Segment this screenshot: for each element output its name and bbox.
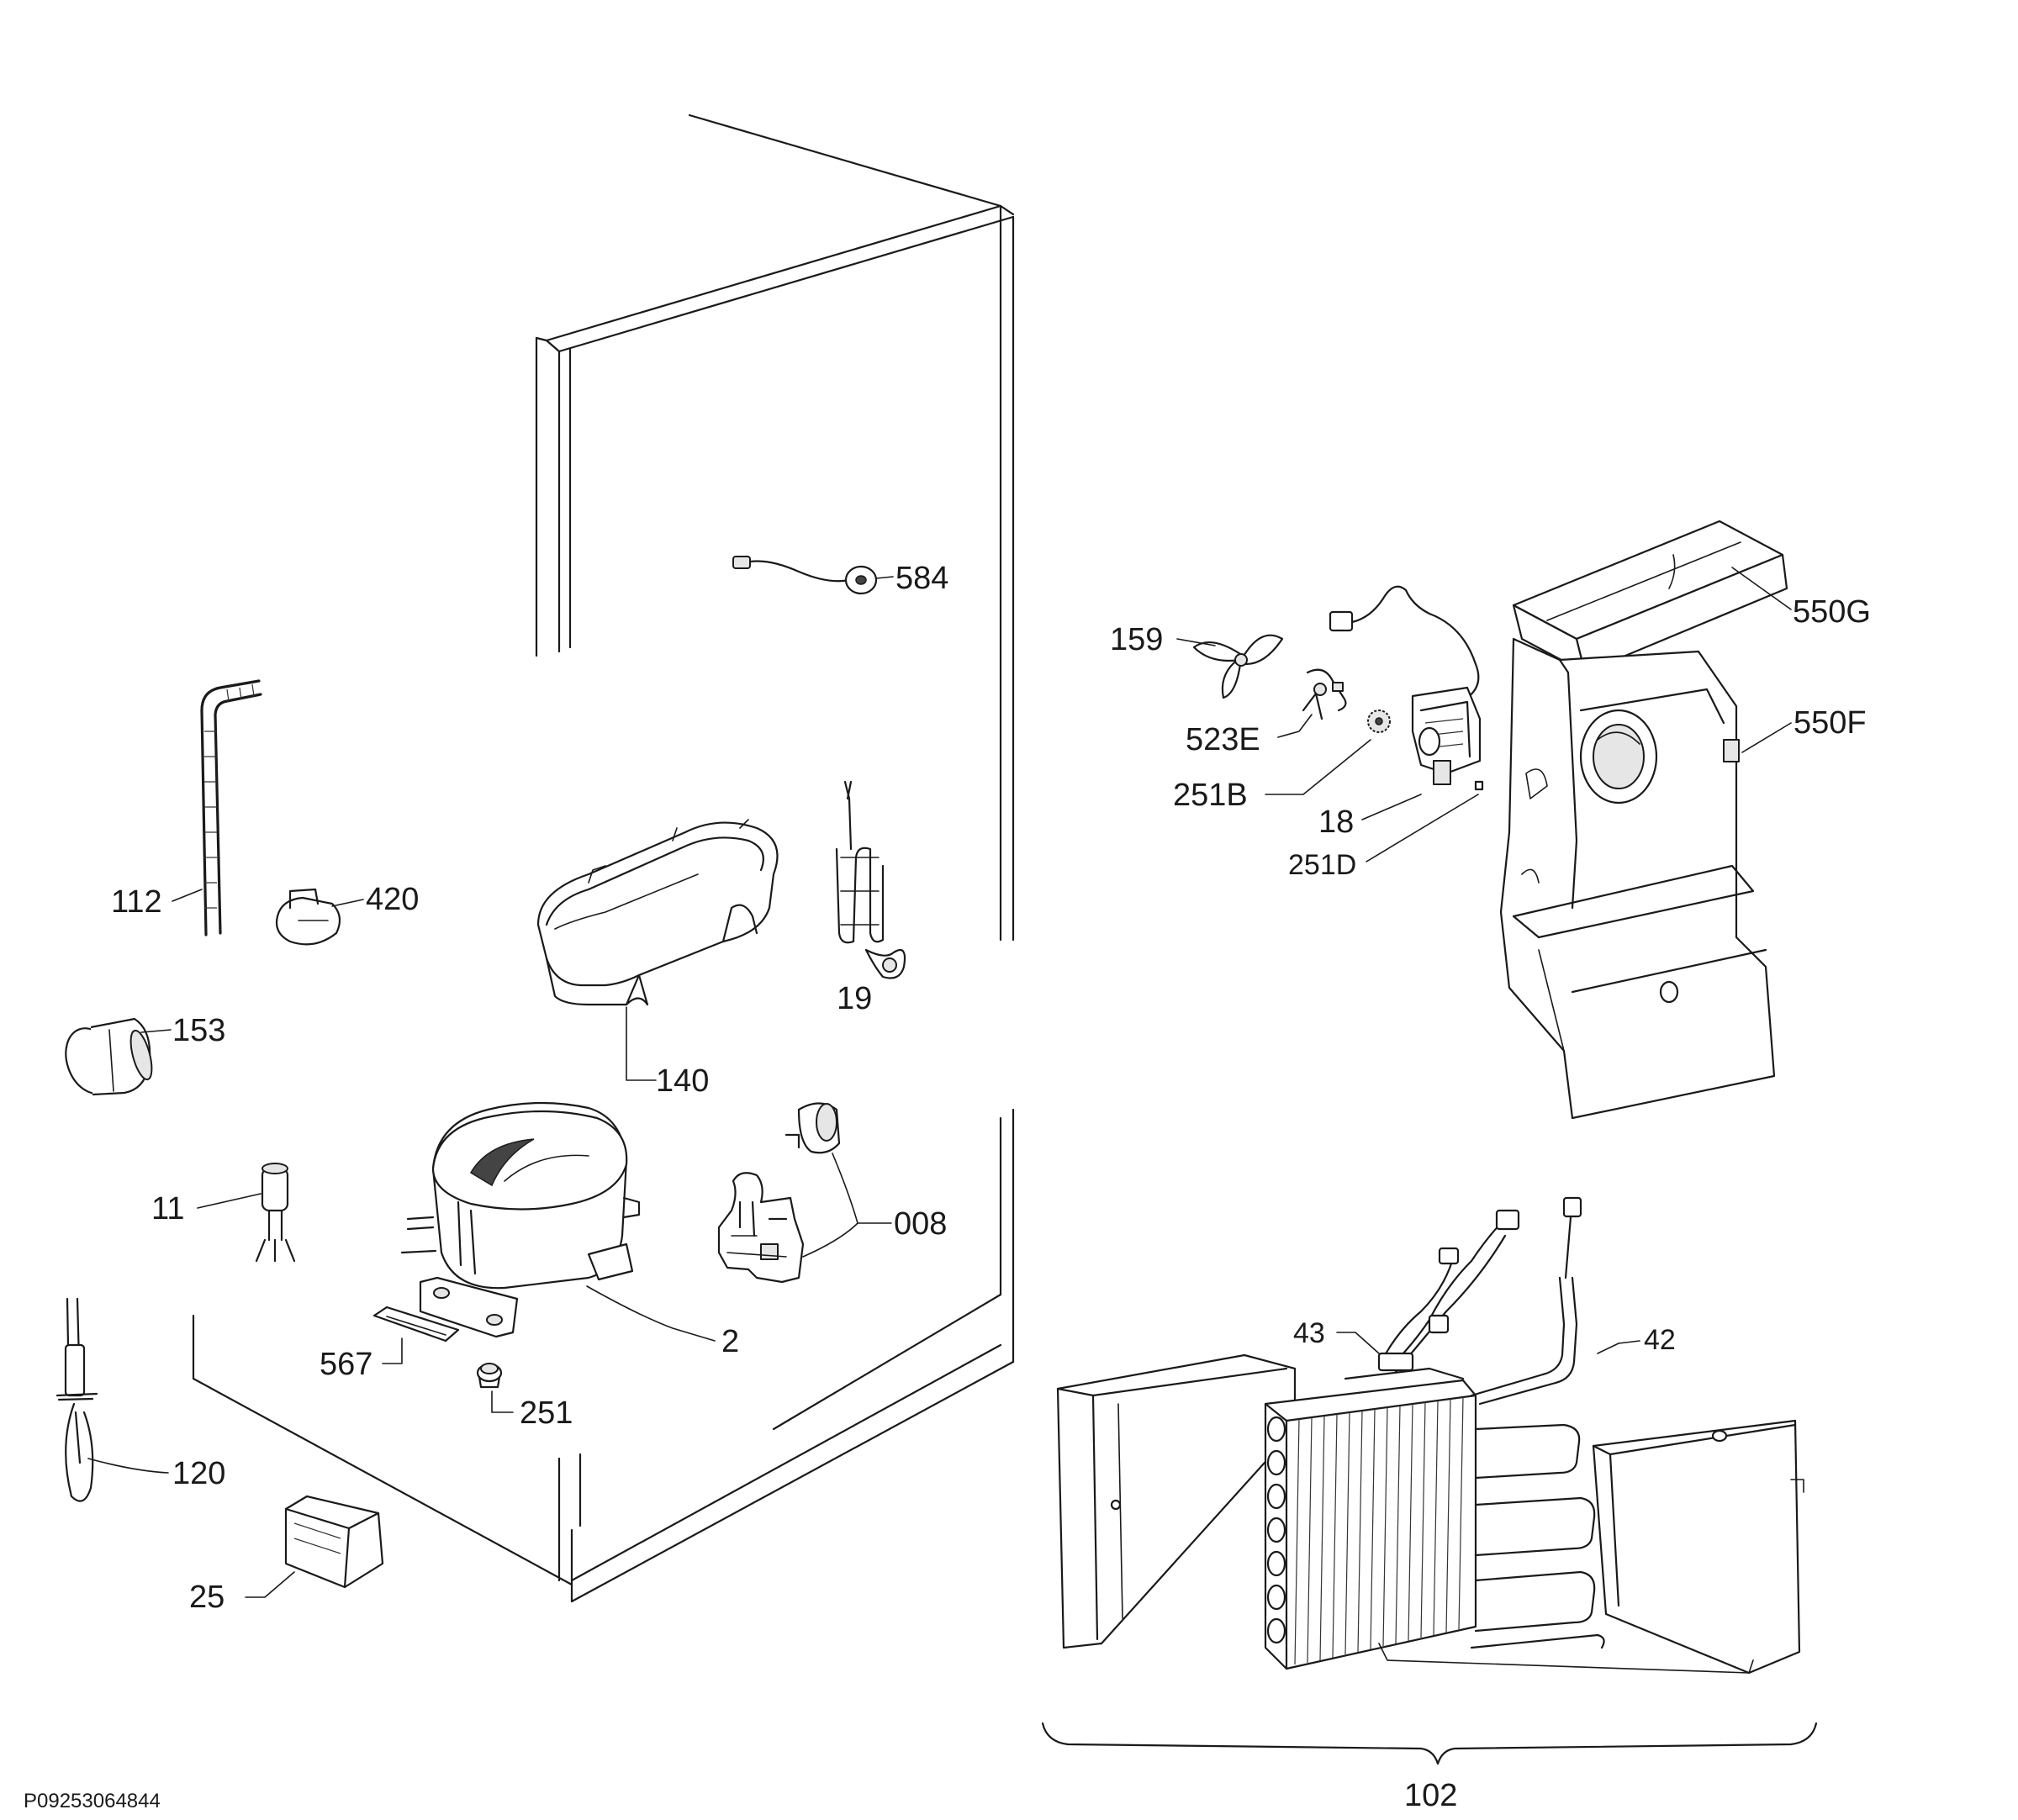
brace-102 [1041,1722,1818,1765]
leader-251D [1366,794,1479,863]
label-251D: 251D [1288,849,1356,881]
leader-43 [1336,1332,1380,1354]
part-102-evaporator [1056,1196,1804,1675]
part-008-relay [717,1102,841,1284]
label-251B: 251B [1173,778,1248,813]
label-25: 25 [189,1580,225,1615]
part-18-fan-motor [1329,585,1484,791]
part-2-compressor [400,1101,641,1338]
part-11-valve [255,1163,296,1263]
leader-42 [1597,1340,1640,1354]
leader-567 [382,1337,403,1364]
label-567: 567 [320,1347,372,1382]
label-11: 11 [151,1191,184,1227]
part-120-sensor [55,1297,98,1502]
leader-112 [172,889,203,902]
label-42: 42 [1644,1324,1676,1356]
label-18: 18 [1318,804,1354,840]
leader-18 [1361,794,1422,820]
leader-550F [1741,722,1792,753]
leader-008 [832,1153,892,1224]
leader-420 [331,899,364,907]
part-25-box [284,1495,384,1589]
label-251: 251 [520,1395,573,1431]
part-19-heater [835,780,906,979]
label-19: 19 [837,981,872,1016]
leader-25 [245,1571,295,1598]
leader-251 [491,1390,514,1413]
leader-159 [1176,638,1216,646]
document-code: P09253064844 [24,1790,161,1812]
leader-153 [140,1029,172,1033]
part-584-sensor [732,556,894,595]
part-140-drip-tray [536,819,779,1006]
part-112-pipe [200,679,262,936]
label-2: 2 [721,1324,739,1359]
label-159: 159 [1110,622,1163,657]
label-550G: 550G [1793,594,1871,630]
part-251B-gear [1367,710,1391,733]
part-567-plate [372,1306,460,1343]
label-008: 008 [894,1206,947,1242]
label-153: 153 [172,1013,225,1048]
part-153-lamp-holder [65,1017,153,1096]
part-550G-cover [1512,520,1788,674]
part-523E-bracket [1302,668,1347,720]
label-112: 112 [111,884,162,920]
label-420: 420 [366,882,419,917]
label-550F: 550F [1793,705,1867,741]
part-251-grommet [476,1363,503,1389]
part-159-fan-blade [1192,634,1284,699]
leader-11 [197,1193,261,1209]
part-550F-housing [1499,637,1776,1120]
leader-140 [626,1006,657,1081]
leader-120 [87,1458,169,1474]
leader-008b [802,1222,858,1258]
leader-2 [586,1285,716,1342]
label-43: 43 [1293,1317,1325,1349]
label-584: 584 [895,561,948,596]
leader-550G [1731,567,1792,610]
leader-523E [1277,714,1313,738]
cabinet-outline [192,113,1015,1603]
label-102: 102 [1404,1778,1457,1813]
part-420-clip [275,888,341,946]
label-523E: 523E [1186,722,1260,757]
label-140: 140 [656,1063,709,1099]
label-120: 120 [172,1456,225,1491]
leader-251B [1265,739,1371,795]
